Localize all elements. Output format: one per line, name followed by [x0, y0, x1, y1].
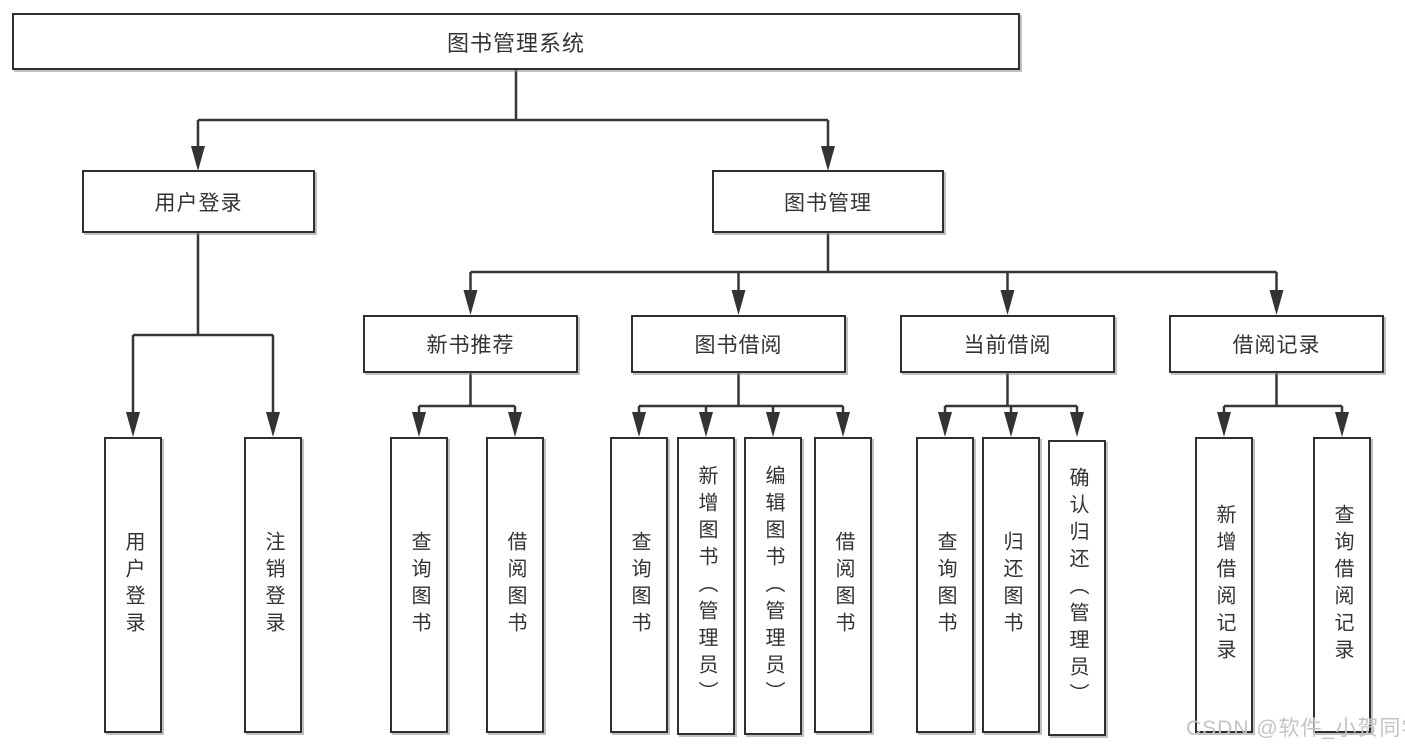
node-label: 借阅图书 [504, 531, 526, 639]
leaf-br-add-record: 新增借阅记录 [1195, 437, 1253, 733]
node-label: 用户登录 [122, 531, 144, 639]
node-label: 新书推荐 [426, 334, 515, 357]
leaf-bb-add-book-admin: 新增图书（管理员） [677, 437, 735, 735]
node-label: 编辑图书（管理员） [762, 464, 784, 708]
node-book-management: 图书管理 [712, 170, 944, 233]
node-new-book-recommend: 新书推荐 [363, 315, 578, 373]
node-label: 图书管理系统 [446, 30, 585, 56]
fork-current-borrow [938, 373, 1084, 437]
node-label: 图书借阅 [694, 334, 783, 357]
leaf-br-query-record: 查询借阅记录 [1313, 437, 1371, 733]
leaf-rec-borrow-book: 借阅图书 [486, 437, 544, 733]
node-label: 新增图书（管理员） [695, 464, 717, 708]
fork-root [191, 70, 835, 171]
node-label: 新增借阅记录 [1213, 504, 1235, 666]
fork-new-book-rec [412, 373, 522, 437]
leaf-bb-borrow-book: 借阅图书 [814, 437, 872, 733]
node-label: 查询借阅记录 [1331, 504, 1353, 666]
fork-book-borrow [632, 373, 850, 437]
node-label: 查询图书 [408, 531, 430, 639]
leaf-bb-edit-book-admin: 编辑图书（管理员） [744, 437, 802, 735]
leaf-cb-return-book: 归还图书 [982, 437, 1040, 733]
leaf-rec-query-book: 查询图书 [390, 437, 448, 733]
node-system-root: 图书管理系统 [12, 13, 1020, 70]
node-borrow-record: 借阅记录 [1169, 315, 1384, 373]
leaf-user-login: 用户登录 [104, 437, 162, 733]
node-label: 确认归还（管理员） [1066, 466, 1088, 710]
node-label: 查询图书 [628, 531, 650, 639]
node-label: 归还图书 [1000, 531, 1022, 639]
node-label: 图书管理 [784, 191, 872, 215]
node-label: 借阅图书 [832, 531, 854, 639]
leaf-bb-query-book: 查询图书 [610, 437, 668, 733]
node-book-borrow: 图书借阅 [631, 315, 846, 373]
leaf-logout: 注销登录 [244, 437, 302, 733]
node-label: 查询图书 [934, 531, 956, 639]
fork-borrow-record [1217, 373, 1349, 437]
node-current-borrow: 当前借阅 [900, 315, 1115, 373]
node-label: 注销登录 [262, 531, 284, 639]
node-label: 用户登录 [154, 191, 243, 215]
fork-user-login [126, 233, 280, 437]
node-label: 当前借阅 [963, 334, 1052, 357]
leaf-cb-query-book: 查询图书 [916, 437, 974, 733]
leaf-cb-confirm-return-admin: 确认归还（管理员） [1048, 440, 1106, 736]
csdn-watermark: CSDN @软件_小贺同学 [1186, 717, 1405, 740]
node-user-login: 用户登录 [82, 170, 315, 233]
node-label: 借阅记录 [1232, 334, 1321, 357]
fork-book-mgmt [463, 233, 1284, 315]
